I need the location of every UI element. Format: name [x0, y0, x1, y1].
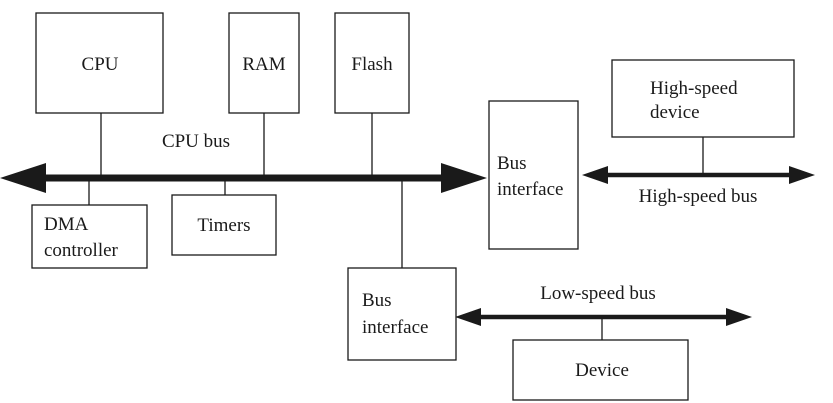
dma-controller-label-line2: controller [44, 240, 119, 261]
timers-label: Timers [197, 215, 250, 236]
cpu-label: CPU [82, 54, 119, 75]
ram-box [228, 12, 300, 114]
high-speed-bus-label: High-speed bus [639, 186, 758, 207]
cpu-bus-arrow [0, 163, 487, 193]
device-box [512, 339, 689, 401]
bus-interface-main-box [488, 100, 579, 250]
device-label: Device [575, 360, 629, 381]
high-speed-device-label-line1: High-speed [650, 78, 738, 99]
low-speed-bus-arrow [455, 308, 752, 326]
bus-interface-low-label-line2: interface [362, 317, 428, 338]
bus-interface-low-box [347, 267, 457, 361]
bus-interface-main-label-line2: interface [497, 179, 563, 200]
flash-label: Flash [351, 54, 393, 75]
cpu-box [35, 12, 164, 114]
high-speed-device-box [611, 59, 795, 138]
bus-interface-main-label-line1: Bus [497, 153, 527, 174]
high-speed-bus-arrow [582, 166, 815, 184]
flash-box [334, 12, 410, 114]
timers-box [171, 194, 277, 256]
dma-controller-label-line1: DMA [44, 214, 89, 235]
cpu-bus-label: CPU bus [162, 131, 230, 152]
ram-label: RAM [242, 54, 285, 75]
low-speed-bus-label: Low-speed bus [540, 283, 656, 304]
bus-interface-low-label-line1: Bus [362, 290, 392, 311]
dma-controller-box [31, 204, 148, 269]
high-speed-device-label-line2: device [650, 102, 700, 123]
